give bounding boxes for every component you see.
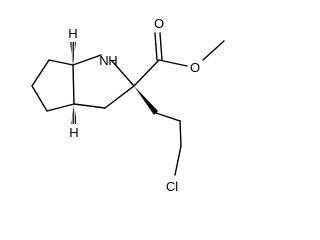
bond-c7-c6	[104, 85, 135, 109]
chemical-structure: H N H O O H Cl	[31, 16, 225, 194]
bond-carbonyl-o-ester	[158, 59, 188, 67]
hashed-bond-top	[70, 42, 76, 65]
wedge-bond-chain	[134, 86, 158, 115]
bond-chain-c3-c4	[179, 120, 182, 147]
bond-c1-c2	[48, 59, 74, 66]
bond-carbonyl-double-b	[159, 32, 163, 61]
bond-o-methyl	[202, 40, 225, 61]
bond-n-c7	[111, 60, 135, 87]
atom-label-n: N	[99, 53, 108, 68]
atom-label-carbonyl-o: O	[154, 16, 164, 31]
atom-label-ester-o: O	[190, 60, 200, 75]
bond-c5-c1-fusion	[72, 64, 75, 105]
bond-c3-c4	[31, 85, 48, 112]
bond-c7-carbonyl	[133, 59, 160, 87]
atom-label-h-bottom: H	[69, 125, 78, 140]
bond-carbonyl-double-a	[154, 32, 158, 61]
hashed-bond-bottom	[71, 104, 77, 124]
bond-chain-c2-c3	[155, 112, 181, 122]
bond-c4-c5	[46, 103, 75, 112]
bond-c1-n	[72, 54, 102, 66]
atom-label-cl: Cl	[166, 179, 178, 194]
atom-label-h-top: H	[68, 26, 77, 41]
bond-c2-c3	[31, 59, 50, 87]
atom-label-nh: H	[108, 53, 117, 68]
bond-chain-c4-cl	[174, 145, 182, 176]
bond-c6-c5	[73, 103, 106, 109]
